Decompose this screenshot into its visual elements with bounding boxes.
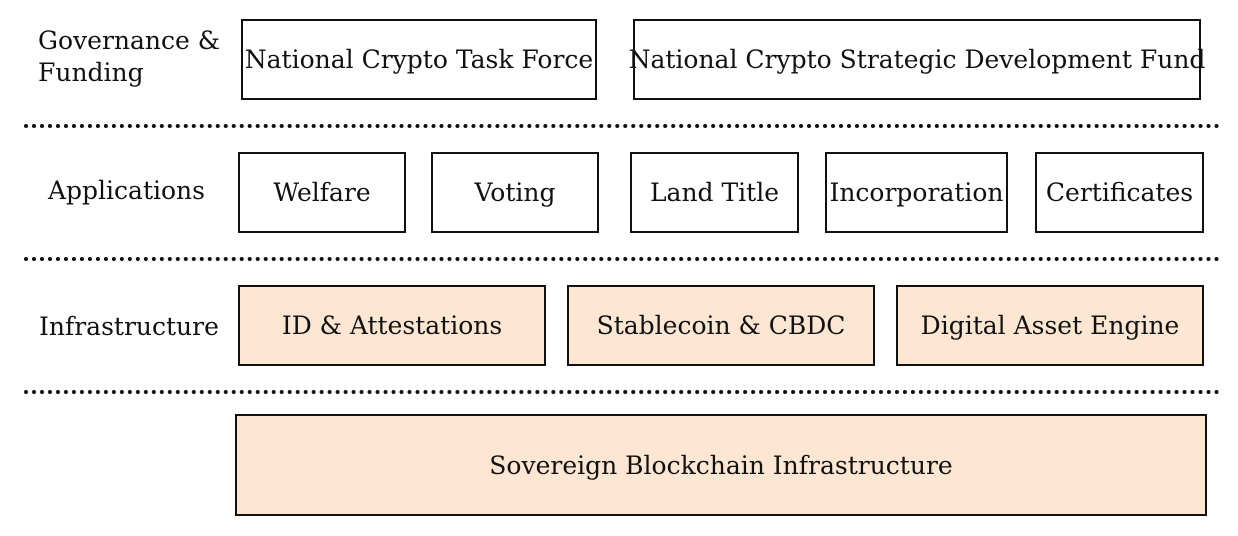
stablecoin-cbdc-box: Stablecoin & CBDC bbox=[567, 285, 875, 366]
national-crypto-strategic-development-fund-box: National Crypto Strategic Development Fu… bbox=[629, 19, 1205, 100]
certificates-box: Certificates bbox=[1035, 152, 1204, 233]
divider-applications-infrastructure bbox=[24, 257, 1220, 261]
sovereign-blockchain-infrastructure-box: Sovereign Blockchain Infrastructure bbox=[235, 414, 1207, 516]
id-attestations-box: ID & Attestations bbox=[238, 285, 546, 366]
digital-asset-engine-box: Digital Asset Engine bbox=[896, 285, 1204, 366]
governance-funding-label: Governance & Funding bbox=[38, 25, 220, 89]
divider-infrastructure-foundation bbox=[24, 390, 1220, 394]
governance-label-line2: Funding bbox=[38, 58, 144, 87]
national-crypto-task-force-box: National Crypto Task Force bbox=[241, 19, 597, 100]
welfare-box: Welfare bbox=[238, 152, 406, 233]
voting-box: Voting bbox=[431, 152, 599, 233]
governance-label-line1: Governance & bbox=[38, 26, 220, 55]
divider-governance-applications bbox=[24, 124, 1220, 128]
incorporation-box: Incorporation bbox=[825, 152, 1008, 233]
infrastructure-label: Infrastructure bbox=[39, 312, 219, 341]
land-title-box: Land Title bbox=[630, 152, 799, 233]
applications-label: Applications bbox=[48, 176, 205, 205]
